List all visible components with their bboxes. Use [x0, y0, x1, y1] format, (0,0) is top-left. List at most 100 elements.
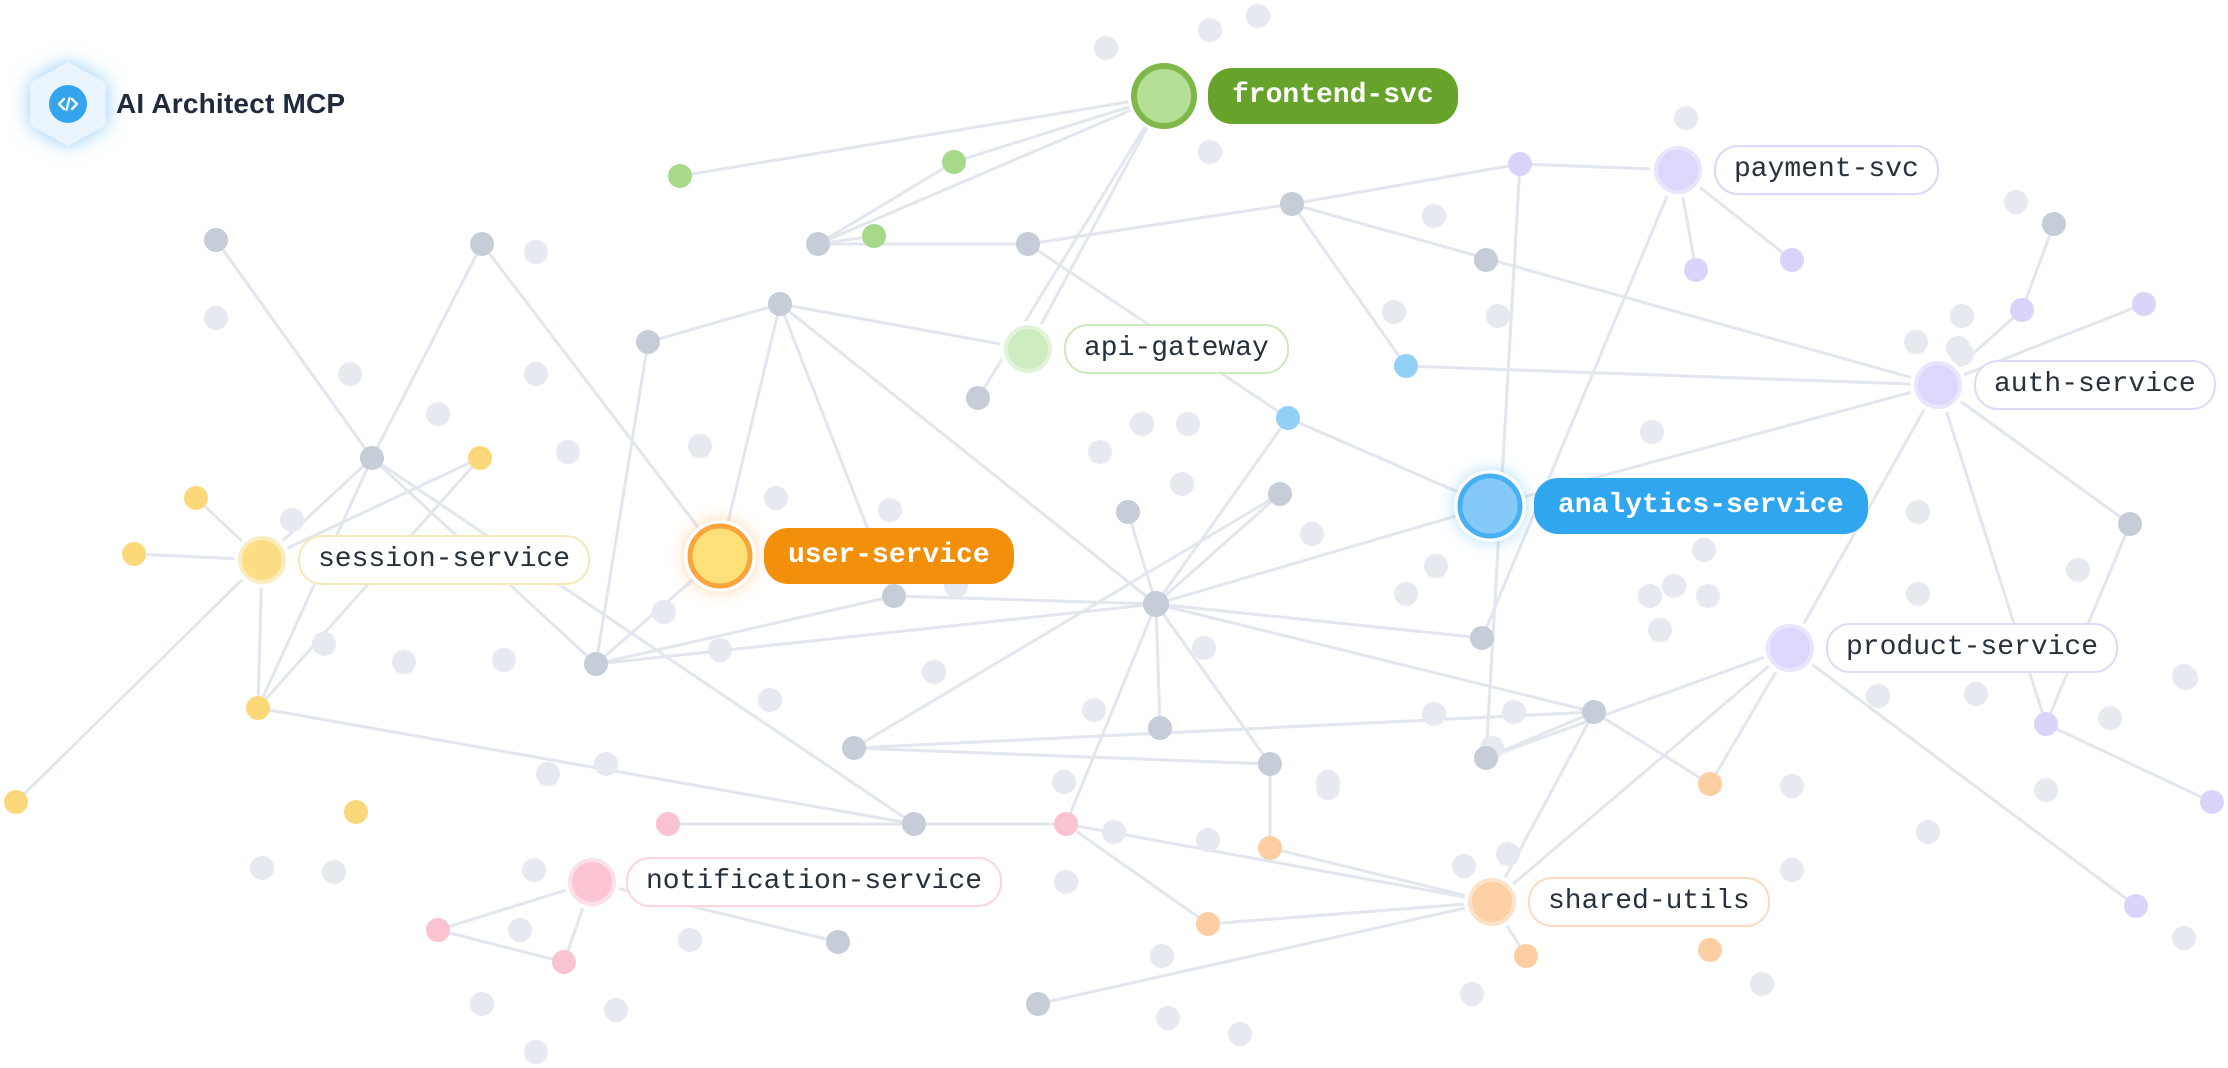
background-node [2034, 778, 2058, 802]
background-node [1176, 412, 1200, 436]
service-label-frontend-svc[interactable]: frontend-svc [1208, 68, 1458, 124]
background-node [1170, 472, 1194, 496]
service-label-analytics-service[interactable]: analytics-service [1534, 478, 1868, 534]
purple-node [2034, 712, 2058, 736]
graph-edge [2045, 722, 2213, 804]
graph-node [902, 812, 926, 836]
background-node [678, 928, 702, 952]
background-node [1192, 636, 1216, 660]
graph-edge [1290, 203, 1408, 367]
graph-node [1268, 482, 1292, 506]
background-node [1662, 574, 1686, 598]
graph-node [1026, 992, 1050, 1016]
pink-node [552, 950, 576, 974]
graph-edge [480, 243, 722, 557]
background-node [1906, 500, 1930, 524]
background-node [392, 650, 416, 674]
background-node [2172, 926, 2196, 950]
graph-edge [2020, 223, 2056, 311]
graph-edge [1593, 710, 1711, 786]
graph-edge [853, 492, 1281, 750]
background-node [1094, 36, 1118, 60]
graph-node [826, 930, 850, 954]
service-label-shared-utils[interactable]: shared-utils [1528, 877, 1770, 927]
purple-node [2132, 292, 2156, 316]
graph-edge [853, 710, 1595, 750]
background-node [764, 486, 788, 510]
service-label-session-service[interactable]: session-service [298, 535, 591, 585]
background-node [1196, 828, 1220, 852]
graph-edge [595, 602, 1157, 666]
graph-edge [1937, 383, 2131, 526]
background-node [524, 362, 548, 386]
service-label-api-gateway[interactable]: api-gateway [1064, 324, 1289, 374]
background-node [322, 860, 346, 884]
graph-node [1470, 626, 1494, 650]
background-node [312, 632, 336, 656]
blue-node [1276, 406, 1300, 430]
service-label-notification-service[interactable]: notification-service [626, 857, 1003, 907]
graph-edge [1065, 822, 1493, 904]
background-node [1916, 820, 1940, 844]
graph-edge [1291, 202, 1939, 387]
yellow-node [122, 542, 146, 566]
analytics-service-node [1457, 473, 1523, 539]
graph-edge [1037, 900, 1493, 1006]
background-node [1950, 342, 1974, 366]
graph-node [768, 292, 792, 316]
graph-edge [1155, 602, 1483, 640]
background-node [1780, 858, 1804, 882]
background-node [1198, 140, 1222, 164]
purple-node [2200, 790, 2224, 814]
background-node [1052, 770, 1076, 794]
background-node [1452, 854, 1476, 878]
graph-edge [1027, 202, 1293, 246]
service-label-user-service[interactable]: user-service [764, 528, 1014, 584]
service-label-auth-service[interactable]: auth-service [1974, 360, 2216, 410]
background-node [1422, 204, 1446, 228]
graph-edge [1490, 711, 1596, 903]
graph-edge [1789, 646, 2137, 908]
graph-edge [1484, 163, 1522, 759]
graph-edge [1154, 603, 1272, 765]
background-node [204, 306, 228, 330]
logo [30, 62, 106, 146]
shared-utils-node [1468, 878, 1516, 926]
code-chat-icon [49, 85, 87, 123]
graph-edge [817, 94, 1165, 246]
user-service-node [687, 523, 753, 589]
service-label-payment-svc[interactable]: payment-svc [1714, 145, 1939, 195]
graph-edge [1287, 416, 1491, 508]
yellow-node [468, 446, 492, 470]
background-node [1088, 440, 1112, 464]
graph-node [842, 736, 866, 760]
graph-node [1582, 700, 1606, 724]
orange-node [1698, 938, 1722, 962]
background-node [1906, 582, 1930, 606]
yellow-node [4, 790, 28, 814]
graph-edge [1065, 822, 1209, 926]
yellow-node [344, 800, 368, 824]
graph-edge [14, 558, 264, 804]
notification-service-node [568, 858, 616, 906]
graph-node [584, 652, 608, 676]
graph-node [2042, 212, 2066, 236]
pink-node [656, 812, 680, 836]
background-node [1750, 972, 1774, 996]
background-node [1640, 420, 1664, 444]
graph-edge [371, 456, 915, 826]
graph-edge [1936, 384, 2048, 725]
purple-node [2124, 894, 2148, 918]
background-node [556, 440, 580, 464]
background-node [1102, 820, 1126, 844]
graph-edge [1154, 603, 1162, 729]
background-node [522, 858, 546, 882]
graph-edge [1269, 846, 1493, 904]
background-node [1422, 702, 1446, 726]
service-label-product-service[interactable]: product-service [1826, 623, 2119, 673]
background-node [1394, 582, 1418, 606]
background-node [1502, 700, 1526, 724]
session-service-node [238, 536, 286, 584]
purple-node [1780, 248, 1804, 272]
graph-node [882, 584, 906, 608]
